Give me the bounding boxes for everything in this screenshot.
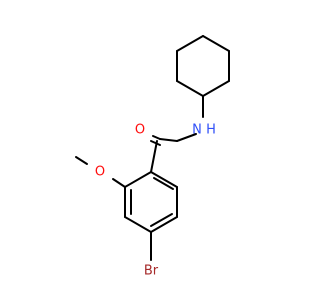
amide-hydrogen-label: H bbox=[206, 123, 216, 138]
bond bbox=[159, 138, 178, 142]
bond bbox=[153, 177, 174, 190]
methoxy-oxygen-label: O bbox=[95, 165, 105, 180]
bond bbox=[176, 35, 204, 52]
bond bbox=[75, 156, 88, 165]
bond bbox=[202, 35, 230, 52]
bond bbox=[150, 213, 173, 227]
bond bbox=[124, 171, 152, 188]
structure-diagram: O N H O Br bbox=[75, 35, 230, 279]
bond bbox=[150, 216, 178, 233]
bromine-label: Br bbox=[144, 264, 159, 279]
bond bbox=[150, 140, 161, 146]
bond bbox=[202, 80, 230, 97]
bond bbox=[152, 135, 161, 140]
bond bbox=[176, 133, 197, 142]
amide-nitrogen-label: N bbox=[192, 123, 202, 138]
bond bbox=[150, 171, 178, 188]
bond bbox=[124, 216, 152, 233]
bond bbox=[176, 80, 204, 97]
bond bbox=[112, 178, 126, 188]
bond bbox=[150, 140, 158, 173]
molecule-canvas: O N H O Br bbox=[75, 35, 230, 279]
carbonyl-oxygen-label: O bbox=[135, 123, 145, 138]
